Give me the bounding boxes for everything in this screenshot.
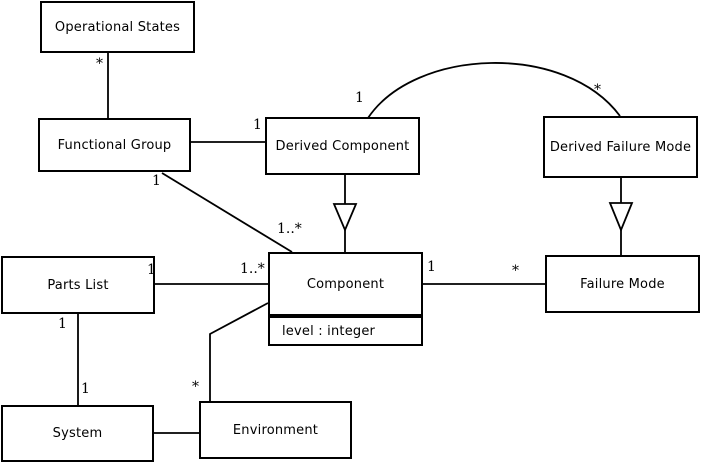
class-attribute: level : integer [282, 323, 376, 339]
class-component: Component level : integer [268, 252, 423, 346]
class-derived-failure-mode: Derived Failure Mode [543, 116, 698, 178]
class-name-compartment: Component [270, 254, 421, 316]
multiplicity-system-top: 1 [81, 381, 90, 397]
multiplicity-parts-list-right: 1 [147, 262, 156, 278]
class-name: Derived Component [275, 138, 410, 154]
multiplicity-component-left: 1..* [240, 261, 265, 277]
class-functional-group: Functional Group [38, 118, 191, 172]
edge-functional-group-component [161, 172, 293, 253]
class-attribute-compartment: level : integer [270, 316, 421, 344]
class-name: Functional Group [57, 137, 172, 153]
multiplicity-failure-mode-left: * [512, 263, 519, 279]
multiplicity-operational-states: * [96, 56, 103, 72]
class-name: System [52, 426, 103, 441]
multiplicity-arc-derived-component: 1 [355, 90, 364, 106]
class-name: Component [306, 276, 385, 292]
class-name: Parts List [47, 277, 109, 293]
class-failure-mode: Failure Mode [545, 255, 700, 313]
edge-environment-component [209, 302, 269, 401]
class-parts-list: Parts List [1, 256, 155, 314]
multiplicity-environment-top: * [192, 379, 199, 395]
generalization-arrowhead-icon [608, 202, 634, 233]
multiplicity-functional-group-diagonal: 1 [152, 173, 161, 189]
multiplicity-component-right: 1 [427, 259, 436, 275]
multiplicity-arc-derived-failure-mode: * [594, 82, 601, 98]
generalization-arrowhead-icon [332, 203, 358, 233]
class-name: Operational States [54, 19, 181, 35]
class-name: Derived Failure Mode [549, 139, 692, 155]
multiplicity-derived-component-left: 1 [253, 117, 262, 133]
class-derived-component: Derived Component [265, 117, 420, 175]
edge-arc-derived-component-derived-failure-mode [367, 62, 621, 119]
multiplicity-parts-list-bottom: 1 [58, 316, 67, 332]
class-environment: Environment [199, 401, 352, 459]
class-operational-states: Operational States [40, 1, 195, 53]
class-system: System [1, 405, 154, 462]
class-name: Environment [232, 422, 319, 438]
class-name: Failure Mode [580, 276, 665, 292]
multiplicity-component-diagonal: 1..* [277, 221, 302, 237]
